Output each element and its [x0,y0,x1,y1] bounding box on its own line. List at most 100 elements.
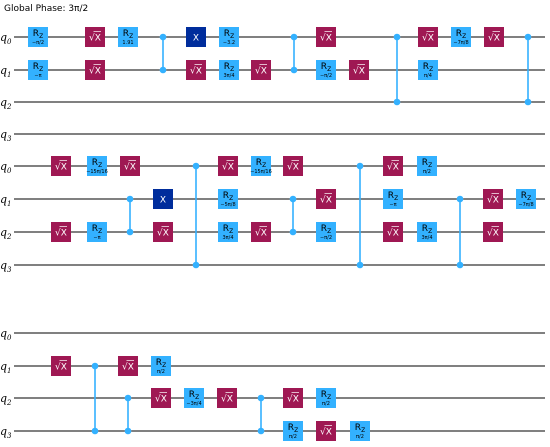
sx-gate: √X [85,60,105,80]
gate-box [218,189,238,209]
sx-gate-label: √X [488,33,500,44]
rz-gate-angle: −3π/4 [186,401,201,407]
gate-box [516,189,536,209]
sx-gate-label: √X [89,66,101,77]
rz-gate-label: RZ [321,62,331,73]
rz-gate: RZπ/2 [151,356,171,376]
sx-gate: √X [483,189,503,209]
qubit-index: 3 [7,266,12,274]
cz-gate [159,33,167,74]
sx-gate-label: √X [222,162,234,173]
cz-gate [91,362,99,435]
sx-gate: √X [316,189,336,209]
x-gate-label: X [193,34,199,44]
qubit-index: 1 [7,71,11,79]
cz-control-dot [356,261,364,269]
sx-gate: √X [483,222,503,242]
gate-box [417,156,437,176]
rz-gate-angle: −7π/8 [518,202,533,208]
cz-control-dot [393,33,401,41]
rz-gate: RZ−π/2 [316,60,336,80]
circuit-row-1: q0q1q2q3√X√XRZ−15π/16RZ−π√XX√X√XRZ−5π/8R… [0,156,545,274]
gate-box [283,421,303,441]
rz-gate-angle: π/2 [157,369,165,375]
gate-box [153,222,173,242]
sx-gate: √X [151,388,171,408]
rz-gate-label: RZ [223,191,233,202]
sx-gate: √X [383,222,403,242]
cz-control-dot [124,394,132,402]
gate-box [349,60,369,80]
qubit-index: 2 [6,399,12,407]
gate-box [184,388,204,408]
rz-gate-label: RZ [123,29,133,40]
sx-gate-label: √X [320,33,332,44]
cz-control-dot [257,427,265,435]
rz-gate-label: RZ [33,62,43,73]
sx-gate-label: √X [387,162,399,173]
gate-box [120,156,140,176]
gate-box [186,27,206,47]
cz-control-dot [524,33,532,41]
qubit-label-q1: q1 [0,193,12,208]
rz-gate-label: RZ [189,390,199,401]
cz-control-dot [356,162,364,170]
cz-control-dot [393,98,401,106]
sx-gate-label: √X [255,66,267,77]
rz-gate: RZ−5π/8 [218,189,238,209]
rz-gate-angle: π/4 [424,73,432,79]
sx-gate: √X [85,27,105,47]
rz-gate-label: RZ [388,191,398,202]
gate-box [218,156,238,176]
gate-box [51,356,71,376]
rz-gate-angle: 3π/4 [222,235,233,241]
rz-gate-angle: −π [93,235,100,241]
sx-gate-label: √X [157,228,169,239]
x-gate-label: X [160,196,166,206]
cz-control-dot [192,162,200,170]
sx-gate: √X [283,388,303,408]
gate-box [151,356,171,376]
gate-box [219,60,239,80]
gate-box [217,388,237,408]
gate-box [87,222,107,242]
rz-gate-label: RZ [423,62,433,73]
rz-gate-label: RZ [288,423,298,434]
qubit-label-q2: q2 [0,226,12,241]
sx-gate: √X [153,222,173,242]
gate-box [316,189,336,209]
cz-control-dot [289,195,297,203]
cz-gate [257,394,265,435]
rz-gate-angle: π/2 [423,169,431,175]
gate-box [251,60,271,80]
gate-box [316,60,336,80]
sx-gate-label: √X [487,195,499,206]
cz-control-dot [524,98,532,106]
rz-gate-angle: −π/2 [32,40,44,46]
sx-gate: √X [51,356,71,376]
rz-gate-label: RZ [224,62,234,73]
gate-box [483,189,503,209]
rz-gate: RZ−π/2 [28,27,48,47]
gate-box [418,27,438,47]
qubit-index: 2 [6,103,12,111]
cz-control-dot [126,228,134,236]
qubit-index: 1 [7,367,11,375]
gate-box [186,60,206,80]
rz-gate-label: RZ [422,224,432,235]
sx-gate-label: √X [255,228,267,239]
rz-gate-angle: −15π/16 [86,169,108,175]
qubit-label-q0: q0 [0,160,12,175]
sx-gate: √X [217,388,237,408]
gate-box [383,156,403,176]
rz-gate-angle: −7π/8 [453,40,468,46]
qubit-label-q0: q0 [0,327,12,342]
cz-control-dot [456,261,464,269]
rz-gate: RZ−π/2 [316,222,336,242]
sx-gate-label: √X [287,394,299,405]
cz-control-dot [290,66,298,74]
sx-gate-label: √X [190,66,202,77]
